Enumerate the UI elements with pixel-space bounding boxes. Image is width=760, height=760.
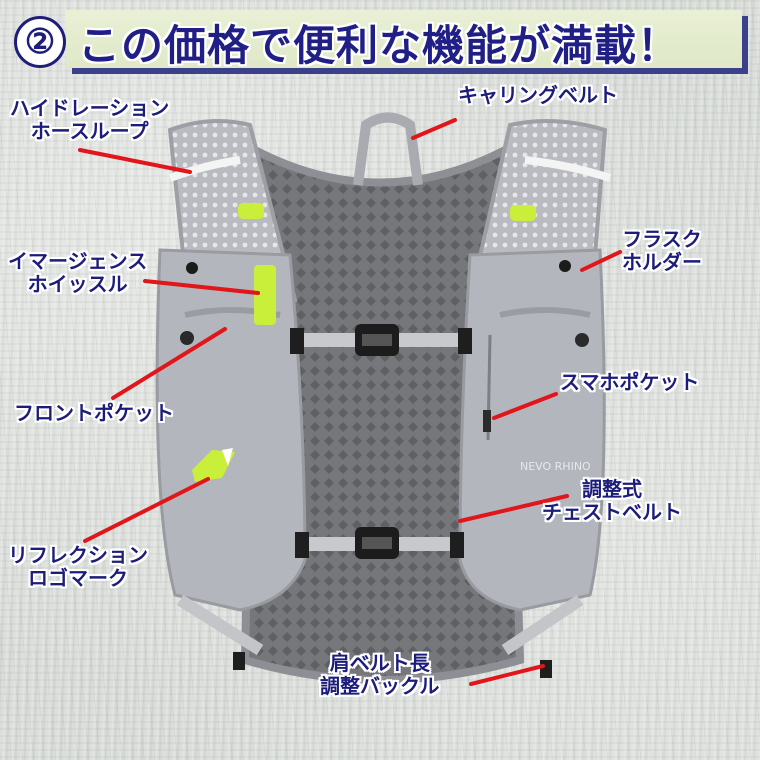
label-reflective-logo: リフレクション ロゴマーク xyxy=(8,543,148,590)
label-shoulder-belt-buckle: 肩ベルト長 調整バックル xyxy=(320,651,440,698)
label-phone-pocket: スマホポケット xyxy=(560,370,700,394)
section-number-badge: ② xyxy=(14,16,66,68)
label-front-pocket: フロントポケット xyxy=(14,401,174,425)
label-flask-holder: フラスク ホルダー xyxy=(622,227,702,274)
title-box xyxy=(66,10,742,68)
brand-print: NEVO RHINO xyxy=(520,460,591,473)
title-banner: ② この価格で便利な機能が満載！ xyxy=(8,6,753,74)
label-carrying-belt: キャリングベルト xyxy=(458,83,618,107)
label-emergency-whistle: イマージェンス ホイッスル xyxy=(8,249,148,296)
label-adjustable-chest-belt: 調整式 チェストベルト xyxy=(542,477,682,524)
lower-chest-strap xyxy=(295,527,464,559)
upper-chest-strap xyxy=(290,324,472,356)
page-title: この価格で便利な機能が満載！ xyxy=(78,21,681,70)
label-hydration-hose-loop: ハイドレーション ホースループ xyxy=(10,96,170,143)
